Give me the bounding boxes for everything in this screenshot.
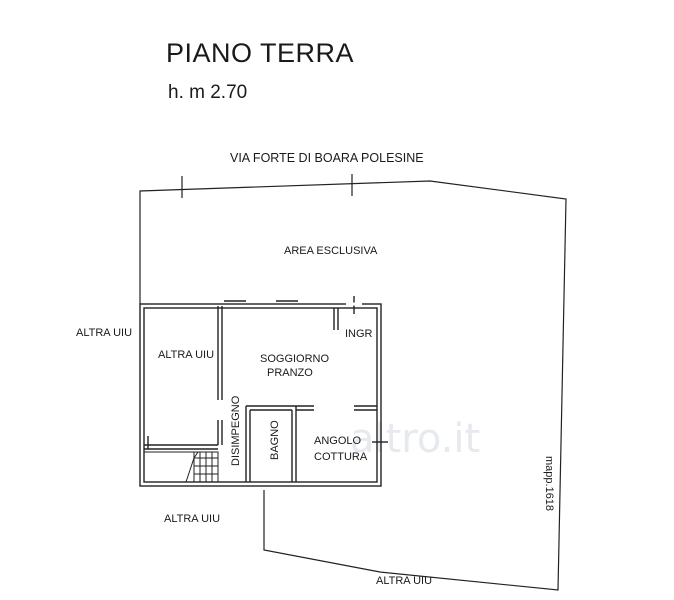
neighbor-inside-label: ALTRA UIU [158, 349, 214, 361]
stairs [143, 451, 219, 483]
neighbor-left-outside-label: ALTRA UIU [76, 327, 132, 339]
parcel-label: mapp.1618 [543, 456, 555, 511]
entrance-label: INGR [345, 328, 373, 340]
kitchen-label: ANGOLO [314, 435, 362, 447]
page-title: PIANO TERRA [166, 38, 355, 68]
exclusive-area-label: AREA ESCLUSIVA [284, 245, 378, 257]
hallway-label: DISIMPEGNO [230, 395, 242, 466]
cooking-label: COTTURA [314, 451, 368, 463]
neighbor-bottom-label: ALTRA UIU [376, 575, 432, 587]
floor-height: h. m 2.70 [168, 82, 248, 103]
neighbor-bottom-left-label: ALTRA UIU [164, 513, 220, 525]
dining-room-label: PRANZO [267, 367, 313, 379]
living-room-label: SOGGIORNO [260, 353, 330, 365]
unit-walls [139, 296, 388, 487]
bathroom-label: BAGNO [269, 420, 281, 460]
watermark: altro.it [350, 416, 480, 462]
street-label: VIA FORTE DI BOARA POLESINE [230, 151, 424, 165]
property-boundary [139, 180, 567, 591]
